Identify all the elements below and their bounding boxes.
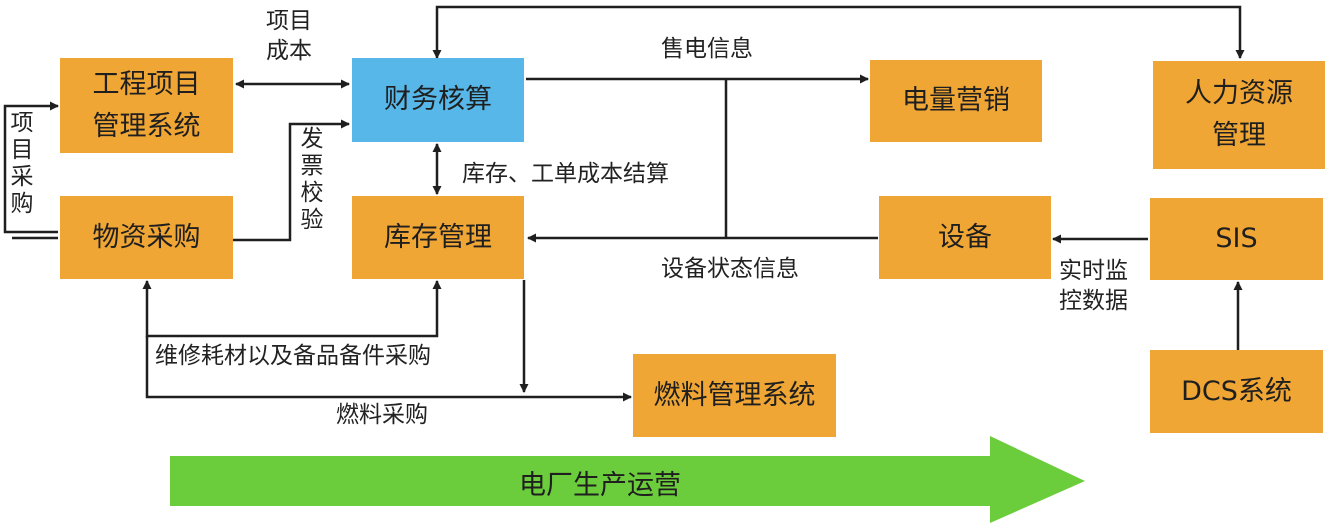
label-project-cost: 项目 成本 bbox=[266, 8, 312, 64]
fuel-management-system: 燃料管理系统 bbox=[633, 354, 836, 437]
label-invoice-check: 发票校验 bbox=[300, 126, 324, 233]
banner-arrow bbox=[170, 436, 1085, 523]
banner-label: 电厂生产运营 bbox=[519, 469, 681, 501]
inventory-management: 库存管理 bbox=[352, 196, 524, 279]
edge-finance-hr bbox=[432, 5, 1245, 59]
label-project-purchase: 项目采购 bbox=[10, 110, 34, 217]
label-inventory-settlement: 库存、工单成本结算 bbox=[462, 161, 669, 187]
edge-fuel-purchase bbox=[145, 336, 632, 402]
power-sales: 电量营销 bbox=[870, 60, 1042, 142]
engineering-project-system: 工程项目 管理系统 bbox=[60, 58, 233, 153]
label-realtime-data: 实时监 控数据 bbox=[1059, 258, 1128, 314]
label-equipment-status: 设备状态信息 bbox=[661, 256, 799, 282]
equipment: 设备 bbox=[879, 196, 1051, 279]
materials-procurement: 物资采购 bbox=[60, 196, 233, 279]
human-resources: 人力资源 管理 bbox=[1153, 61, 1325, 169]
label-sales-info: 售电信息 bbox=[661, 36, 753, 62]
edge-maintenance-purchase bbox=[142, 280, 442, 338]
label-maintenance-purchase: 维修耗材以及备品备件采购 bbox=[155, 343, 431, 369]
financial-accounting: 财务核算 bbox=[352, 58, 524, 142]
sis-system: SIS bbox=[1150, 198, 1323, 280]
edge-project-purchase bbox=[3, 101, 59, 234]
edge-invoice-check bbox=[233, 119, 350, 242]
dcs-system: DCS系统 bbox=[1150, 350, 1323, 433]
label-fuel-purchase: 燃料采购 bbox=[336, 402, 428, 428]
